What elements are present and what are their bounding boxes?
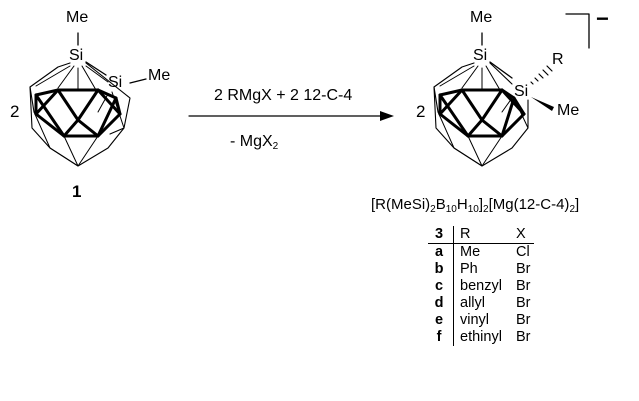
reactant-methyl-right-label: Me <box>148 67 171 84</box>
table-header-compound: 3 <box>428 226 454 244</box>
row-r-value: ethinyl <box>453 329 513 346</box>
row-compound-letter: d <box>434 295 444 311</box>
product-r-group-label: R <box>552 51 564 68</box>
table-row: e vinyl Br <box>428 312 534 329</box>
product-formula: [R(MeSi)2B10H10]2[Mg(12-C-4)2] <box>371 196 580 215</box>
reaction-arrow <box>188 111 394 121</box>
reagent-text: 2 RMgX + 2 12-C-4 <box>214 87 353 104</box>
row-r-value: vinyl <box>453 312 513 329</box>
product-si-right-label: Si <box>514 83 529 100</box>
row-x-value: Cl <box>516 244 530 260</box>
row-compound-letter: a <box>434 244 444 260</box>
product-methyl-top-label: Me <box>470 9 493 26</box>
row-x-value: Br <box>516 278 531 294</box>
table-header-r: R <box>453 226 513 244</box>
row-r-value: Ph <box>453 261 513 278</box>
table-row: b Ph Br <box>428 261 534 278</box>
reactant-si-top-label: Si <box>69 47 84 64</box>
row-compound-letter: e <box>434 312 444 328</box>
anion-charge-sign: − <box>596 6 609 31</box>
row-compound-letter: b <box>434 261 444 277</box>
reactant-cluster <box>29 32 147 167</box>
table-header-row: 3 R X <box>428 226 534 244</box>
table-row: a Me Cl <box>428 243 534 261</box>
byproduct-text: - MgX2 <box>230 133 279 152</box>
reactant-si-right-label: Si <box>108 74 123 91</box>
row-r-value: Me <box>453 243 513 261</box>
row-x-value: Br <box>516 312 531 328</box>
row-x-value: Br <box>516 329 531 345</box>
row-x-value: Br <box>516 295 531 311</box>
table-row: c benzyl Br <box>428 278 534 295</box>
reactant-multiplier: 2 <box>10 102 20 121</box>
row-compound-letter: c <box>434 278 444 294</box>
reactant-methyl-top-label: Me <box>66 9 89 26</box>
compound-1-label: 1 <box>72 182 82 201</box>
row-r-value: allyl <box>453 295 513 312</box>
table-header-x: X <box>513 226 534 244</box>
substituent-table: 3 R X a Me Cl b Ph Br c benzyl Br d ally… <box>428 226 534 346</box>
product-methyl-right-label: Me <box>557 102 580 119</box>
product-si-top-label: Si <box>473 47 488 64</box>
table-row: d allyl Br <box>428 295 534 312</box>
product-cluster <box>433 13 590 167</box>
row-r-value: benzyl <box>453 278 513 295</box>
product-multiplier: 2 <box>416 102 426 121</box>
table-row: f ethinyl Br <box>428 329 534 346</box>
row-compound-letter: f <box>436 329 442 345</box>
row-x-value: Br <box>516 261 531 277</box>
